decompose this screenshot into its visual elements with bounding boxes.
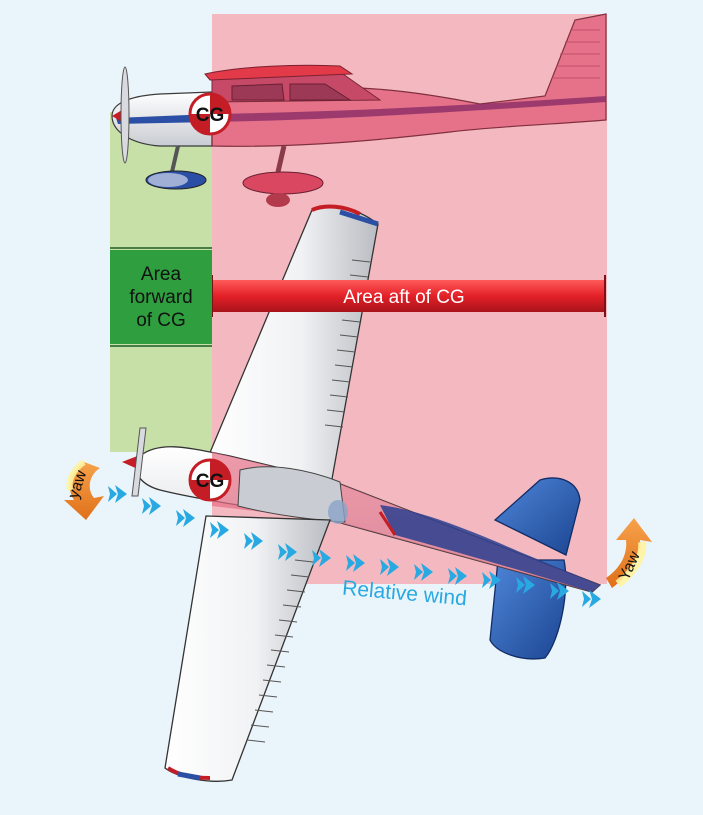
cg-label-side: CG <box>196 105 225 126</box>
area-forward-label-line2: forward <box>129 287 192 308</box>
area-forward-label-line3: of CG <box>136 310 186 331</box>
cg-marker-top: CG <box>188 458 232 502</box>
area-forward-label-line1: Area <box>141 264 182 285</box>
cg-label-top: CG <box>196 471 225 492</box>
cg-marker-side: CG <box>188 92 232 136</box>
area-aft-label: Area aft of CG <box>343 287 464 308</box>
area-forward-box-fill <box>110 250 212 344</box>
area-aft-bar-fill <box>212 280 605 312</box>
area-aft-bar: Area aft of CG <box>211 275 606 317</box>
top-view-airplane: CG <box>122 204 602 782</box>
side-view-airplane: CG <box>111 13 607 207</box>
area-forward-box: Area forward of CG <box>110 247 212 347</box>
